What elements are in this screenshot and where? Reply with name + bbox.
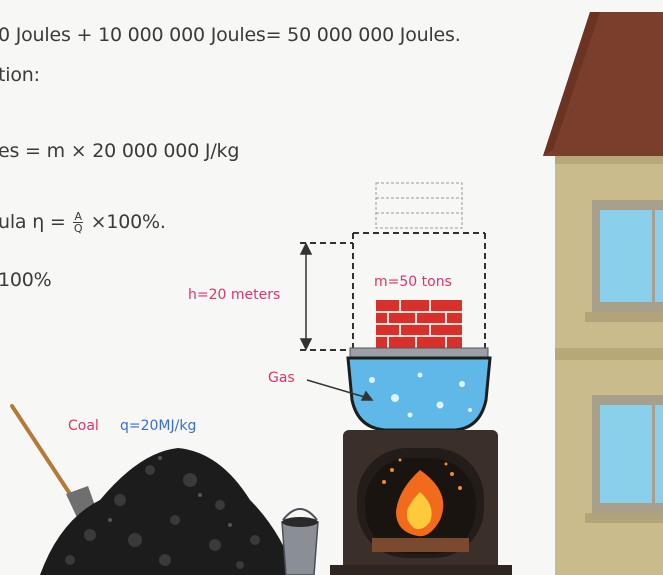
fraction-numerator: A [73,210,83,223]
energy-sum-text: 0 Joules + 10 000 000 Joules= 50 000 000… [0,24,461,46]
gas-vessel-icon [346,356,492,432]
height-arrow [299,242,313,351]
height-label: h=20 meters [188,287,281,303]
heat-formula: es = m × 20 000 000 J/kg [0,140,240,162]
gas-label: Gas [268,370,295,386]
solution-label: tion: [0,64,40,86]
brick-load-icon [376,300,462,348]
raised-bricks-outline [375,182,463,229]
coal-pile-icon [40,448,296,575]
gas-pointer-arrow [306,379,374,401]
efficiency-prefix: ula η = [0,211,72,233]
efficiency-result: 100% [0,269,52,291]
coal-bucket-icon [281,508,319,575]
coal-label: Coal [68,418,99,434]
heat-value-label: q=20MJ/kg [120,418,197,434]
efficiency-suffix: ×100%. [84,211,166,233]
mass-label: m=50 tons [374,274,452,290]
stove-icon [330,430,512,575]
house-icon [543,12,663,575]
lift-frame [300,232,486,351]
fraction-denominator: Q [73,222,83,235]
